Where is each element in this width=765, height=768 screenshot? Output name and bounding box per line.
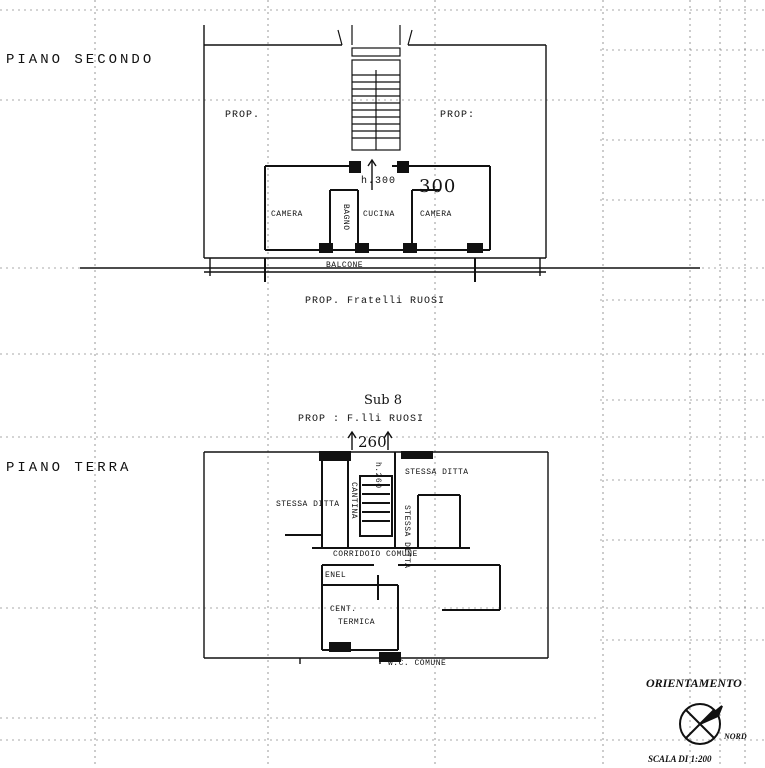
- ground-owner-above: PROP : F.lli RUOSI: [298, 414, 425, 425]
- room-camera-left: CAMERA: [271, 210, 303, 219]
- ground-floor-title: PIANO TERRA: [6, 460, 132, 476]
- room-cantina: CANTINA: [349, 482, 358, 520]
- upper-stair: [337, 25, 413, 151]
- balcony-label: BALCONE: [326, 261, 364, 270]
- compass-symbol: [679, 703, 723, 745]
- room-wc-comune: W.C. COMUNE: [388, 659, 447, 668]
- upper-floor-title: PIANO SECONDO: [6, 52, 155, 68]
- room-stessa-ditta-small: STESSA DITTA: [402, 505, 411, 569]
- orientation-title: ORIENTAMENTO: [646, 676, 742, 690]
- room-cent-termica-2: TERMICA: [338, 618, 376, 627]
- height-arrow-ground: [347, 430, 393, 450]
- upper-floor-outline: [80, 25, 700, 276]
- north-label: NORD: [724, 732, 747, 741]
- scale-label: SCALA DI 1:200: [648, 754, 712, 764]
- room-stessa-ditta-right: STESSA DITTA: [405, 468, 469, 477]
- upper-height-handwritten: 300: [419, 176, 457, 197]
- ground-height-label: h.260: [373, 462, 382, 489]
- ground-sub-label: Sub 8: [364, 393, 403, 408]
- room-stessa-ditta-left: STESSA DITTA: [276, 500, 340, 509]
- upper-owner-below: PROP. Fratelli RUOSI: [305, 296, 446, 307]
- room-cucina: CUCINA: [363, 210, 395, 219]
- room-corridoio-comune: CORRIDOIO COMUNE: [333, 550, 418, 559]
- room-enel: ENEL: [325, 571, 347, 580]
- height-arrow-upper: [367, 158, 377, 190]
- ground-floor-outline: [203, 451, 549, 664]
- upper-height-label: h.300: [361, 176, 397, 187]
- upper-apartment-walls: [264, 161, 491, 282]
- upper-prop-left: PROP.: [225, 110, 261, 121]
- upper-prop-right: PROP:: [440, 110, 476, 121]
- room-camera-right: CAMERA: [420, 210, 452, 219]
- room-bagno: BAGNO: [341, 204, 350, 231]
- room-cent-termica-1: CENT.: [330, 605, 357, 614]
- ground-height-handwritten: 260: [358, 433, 387, 451]
- ground-floor-walls: [285, 451, 501, 662]
